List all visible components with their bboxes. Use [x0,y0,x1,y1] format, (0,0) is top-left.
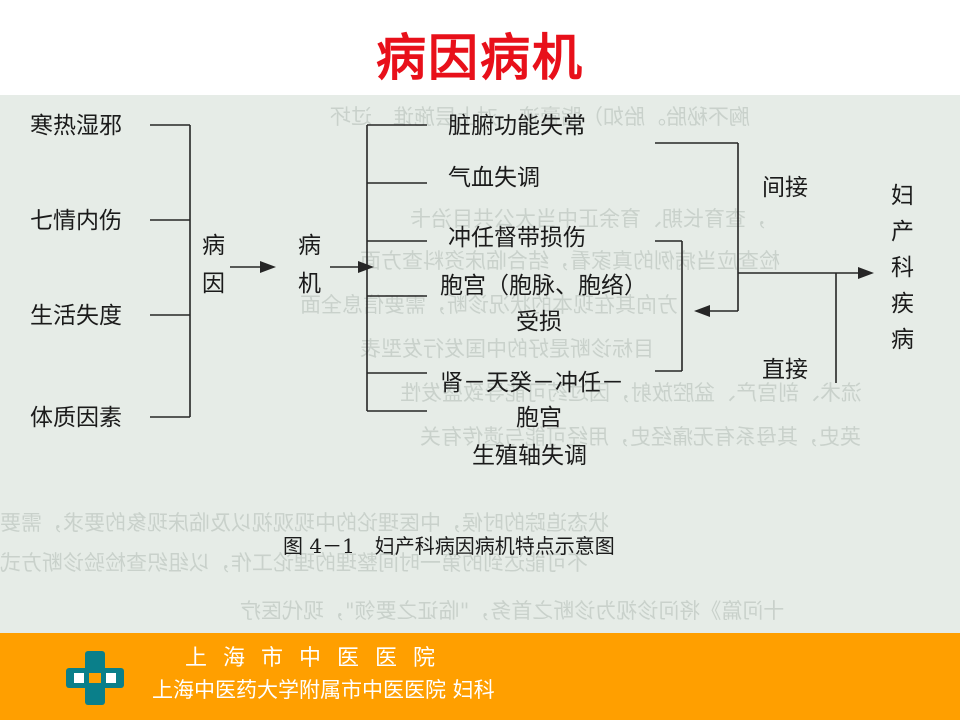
cause-lifestyle: 生活失度 [30,303,122,329]
node-cause-char-1: 病 [202,233,225,259]
mechanism-qi-blood: 气血失调 [448,165,540,191]
mechanism-axis-line-3: 生殖轴失调 [472,443,587,469]
mechanism-axis-line-2: 胞宫 [516,405,562,431]
result-char-2: 产 [891,219,914,245]
cause-emotions: 七情内伤 [30,208,122,234]
cause-constitution: 体质因素 [30,405,122,431]
result-char-1: 妇 [891,183,914,209]
label-indirect: 间接 [762,175,808,201]
result-char-3: 科 [891,255,914,281]
arrow-indirect-to-disease [858,267,874,279]
mechanism-organ-dysfunction: 脏腑功能失常 [448,113,586,139]
arrow-to-mechanisms [358,261,374,273]
node-cause-char-2: 因 [202,271,225,297]
hospital-subtitle: 上海中医药大学附属市中医医院 妇科 [152,678,495,702]
arrowheads [260,261,874,317]
mechanism-uterus-line-1: 胞宫（胞脉、胞络） [440,273,647,299]
node-mechanism-char-1: 病 [298,233,321,259]
arrow-shafts [230,266,860,274]
hospital-cross-logo-icon [66,651,124,705]
hospital-name: 上海市中医医院 [185,646,452,671]
scanned-figure: 胸不秘胎。胎如）脂膏迹 对上层施谁 过坏 ，查育长期、育余正中当大公共目治卡 检… [0,95,960,633]
pathogenesis-diagram: 寒热湿邪 七情内伤 生活失度 体质因素 病 因 病 机 脏腑功能失常 气血失调 … [30,113,914,558]
arrow-direct-to-uterus [694,305,710,317]
mechanism-chong-ren-du-dai: 冲任督带损伤 [448,225,586,251]
page-title: 病因病机 [376,29,584,87]
cause-cold-heat-damp: 寒热湿邪 [30,113,122,139]
result-char-4: 疾 [891,291,914,317]
footer-bar: 上海市中医医院 上海中医药大学附属市中医医院 妇科 [0,633,960,720]
figure-caption: 图 4－1 妇产科病因病机特点示意图 [283,534,615,558]
node-mechanism-char-2: 机 [298,271,321,297]
label-direct: 直接 [762,357,808,383]
mechanism-uterus-line-2: 受损 [516,309,562,335]
mechanism-axis-line-1: 肾－天癸－冲任－ [440,370,624,396]
arrow-to-mechanism [260,261,276,273]
result-char-5: 病 [891,327,914,353]
